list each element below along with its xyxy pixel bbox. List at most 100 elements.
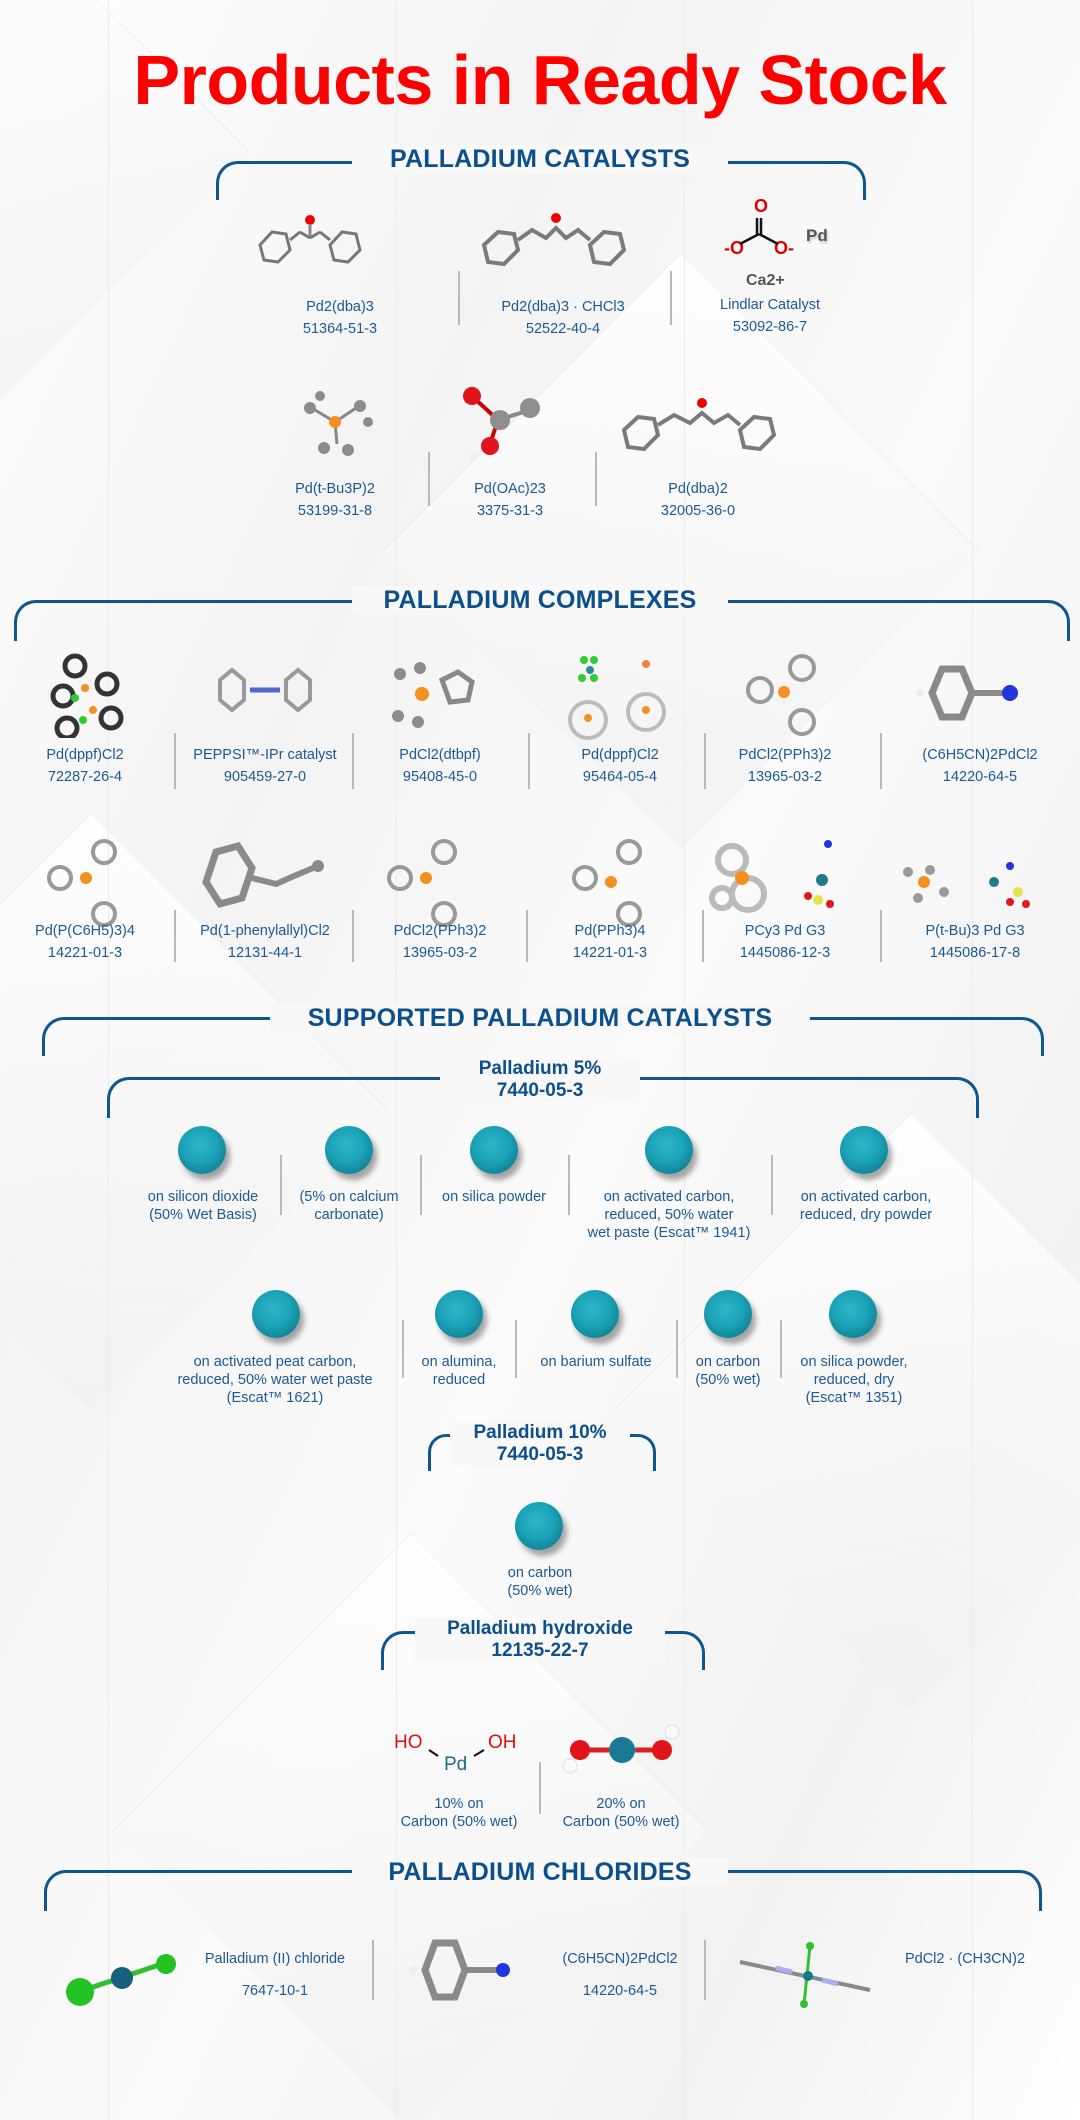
product-name: PdCl2 · (CH3CN)2: [904, 1951, 1026, 1967]
hydroxide-item[interactable]: 10% on Carbon (50% wet): [400, 1796, 518, 1830]
benzonitrile-molecule-icon: [916, 665, 1018, 721]
product-pd2dba3[interactable]: Pd2(dba)3 51364-51-3: [260, 296, 420, 340]
complex-item[interactable]: Pd(dppf)Cl2 95464-05-4: [540, 744, 700, 788]
supported-item[interactable]: on activated peat carbon, reduced, 50% w…: [177, 1354, 373, 1406]
product-name: PCy3 Pd G3: [744, 923, 826, 939]
product-pd-tbu3p-2[interactable]: Pd(t-Bu3P)2 53199-31-8: [255, 478, 415, 522]
product-cas: 3375-31-3: [476, 503, 544, 519]
palladium-sphere-icon: [435, 1290, 483, 1338]
product-pd2dba3-chcl3[interactable]: Pd2(dba)3 · CHCl3 52522-40-4: [478, 296, 648, 340]
product-cas: 95464-05-4: [582, 769, 658, 785]
product-name: Pd(dba)2: [668, 481, 728, 497]
divider: [372, 1940, 374, 2000]
divider: [428, 452, 430, 506]
product-pd-oac-2[interactable]: Pd(OAc)23 3375-31-3: [430, 478, 590, 522]
product-name: Pd(1-phenylallyl)Cl2: [200, 923, 330, 939]
subsection-pd10: Palladium 10% 7440-05-3: [450, 1422, 630, 1466]
dppf-salt-molecule-icon: [568, 656, 666, 740]
page-title: Products in Ready Stock: [133, 41, 947, 119]
product-cas: 95408-45-0: [402, 769, 478, 785]
chloride-item[interactable]: PdCl2 · (CH3CN)2: [880, 1948, 1050, 1970]
ptbu3-pd-g3-molecule-icon: [903, 862, 1030, 908]
divider: [702, 910, 704, 962]
product-pd-dba-2[interactable]: Pd(dba)2 32005-36-0: [618, 478, 778, 522]
product-cas: 53199-31-8: [297, 503, 373, 519]
complex-item[interactable]: PdCl2(PPh3)2 13965-03-2: [360, 920, 520, 964]
complex-item[interactable]: PdCl2(PPh3)2 13965-03-2: [705, 744, 865, 788]
product-cas: 13965-03-2: [747, 769, 823, 785]
chloride-item[interactable]: Palladium (II) chloride 7647-10-1: [185, 1948, 365, 2002]
supported-item[interactable]: on carbon (50% wet): [507, 1565, 573, 1599]
complex-item[interactable]: Pd(1-phenylallyl)Cl2 12131-44-1: [180, 920, 350, 964]
product-name: PdCl2(PPh3)2: [738, 747, 832, 763]
product-name: (C6H5CN)2PdCl2: [922, 747, 1038, 763]
product-name: PdCl2(dtbpf): [399, 747, 481, 763]
complex-item[interactable]: PdCl2(dtbpf) 95408-45-0: [360, 744, 520, 788]
pph3-molecule-icon: [572, 839, 642, 927]
complex-item[interactable]: PCy3 Pd G3 1445086-12-3: [705, 920, 865, 964]
calcium-carbonate-structure-icon: O -O O- Pd Ca2+: [724, 196, 828, 289]
supported-item[interactable]: on alumina, reduced: [421, 1354, 497, 1388]
supported-item[interactable]: on activated carbon, reduced, dry powder: [799, 1189, 933, 1223]
product-name: Pd2(dba)3 · CHCl3: [501, 299, 625, 315]
benzonitrile-molecule-icon: [409, 1939, 510, 2001]
subsection-pd5: Palladium 5% 7440-05-3: [440, 1058, 640, 1102]
product-name: PdCl2(PPh3)2: [393, 923, 487, 939]
hydroxide-item[interactable]: 20% on Carbon (50% wet): [562, 1796, 680, 1830]
product-name: Lindlar Catalyst: [720, 297, 820, 313]
dppf-molecule-icon: [50, 653, 124, 738]
palladium-sphere-icon: [178, 1126, 226, 1174]
section-heading-complexes: PALLADIUM COMPLEXES: [352, 586, 728, 615]
pdcl2-ball-model-icon: [66, 1954, 176, 2006]
product-name: Pd2(dba)3: [306, 299, 374, 315]
phenylallyl-molecule-icon: [202, 841, 324, 909]
supported-item[interactable]: on silica powder, reduced, dry (Escat™ 1…: [800, 1354, 908, 1406]
divider: [539, 1762, 541, 1814]
supported-item[interactable]: on silica powder: [442, 1189, 546, 1205]
dba-molecule-icon: [621, 398, 777, 452]
divider: [880, 733, 882, 789]
section-heading-supported: SUPPORTED PALLADIUM CATALYSTS: [270, 1004, 810, 1033]
palladium-sphere-icon: [840, 1126, 888, 1174]
complex-item[interactable]: PEPPSI™-IPr catalyst 905459-27-0: [180, 744, 350, 788]
product-name: Pd(PPh3)4: [574, 923, 646, 939]
dba-molecule-icon: [258, 215, 362, 264]
complex-item[interactable]: Pd(dppf)Cl2 72287-26-4: [10, 744, 160, 788]
divider: [595, 452, 597, 506]
subsection-cas: 12135-22-7: [491, 1640, 589, 1661]
palladium-sphere-icon: [829, 1290, 877, 1338]
supported-item[interactable]: on silicon dioxide (50% Wet Basis): [147, 1189, 259, 1223]
chloride-item[interactable]: (C6H5CN)2PdCl2 14220-64-5: [540, 1948, 700, 2002]
divider: [526, 910, 528, 962]
product-cas: 14221-01-3: [47, 945, 123, 961]
palladium-sphere-icon: [470, 1126, 518, 1174]
pph3-molecule-icon: [746, 654, 816, 736]
product-name: PEPPSI™-IPr catalyst: [193, 747, 337, 763]
product-cas: 1445086-17-8: [929, 945, 1021, 961]
divider: [880, 910, 882, 962]
product-name: Pd(dppf)Cl2: [46, 747, 124, 763]
complex-item[interactable]: (C6H5CN)2PdCl2 14220-64-5: [890, 744, 1070, 788]
supported-item[interactable]: (5% on calcium carbonate): [299, 1189, 399, 1223]
complex-item[interactable]: P(t-Bu)3 Pd G3 1445086-17-8: [885, 920, 1065, 964]
divider: [420, 1155, 422, 1215]
product-cas: 32005-36-0: [660, 503, 736, 519]
subsection-title: Palladium 10%: [473, 1422, 607, 1443]
product-cas: 14220-64-5: [942, 769, 1018, 785]
supported-item[interactable]: on activated carbon, reduced, 50% water …: [587, 1189, 751, 1241]
product-cas: 14220-64-5: [582, 1983, 658, 1999]
complex-item[interactable]: Pd(PPh3)4 14221-01-3: [530, 920, 690, 964]
palladium-sphere-icon: [645, 1126, 693, 1174]
complex-item[interactable]: Pd(P(C6H5)3)4 14221-01-3: [10, 920, 160, 964]
supported-item[interactable]: on carbon (50% wet): [695, 1354, 761, 1388]
phosphine-molecule-icon: [304, 391, 373, 456]
product-cas: 13965-03-2: [402, 945, 478, 961]
supported-item[interactable]: on barium sulfate: [540, 1354, 652, 1370]
product-lindlar[interactable]: Lindlar Catalyst 53092-86-7: [690, 294, 850, 338]
divider: [352, 910, 354, 962]
divider: [280, 1155, 282, 1215]
divider: [528, 733, 530, 789]
divider: [568, 1155, 570, 1215]
product-cas: 52522-40-4: [525, 321, 601, 337]
divider: [174, 733, 176, 789]
